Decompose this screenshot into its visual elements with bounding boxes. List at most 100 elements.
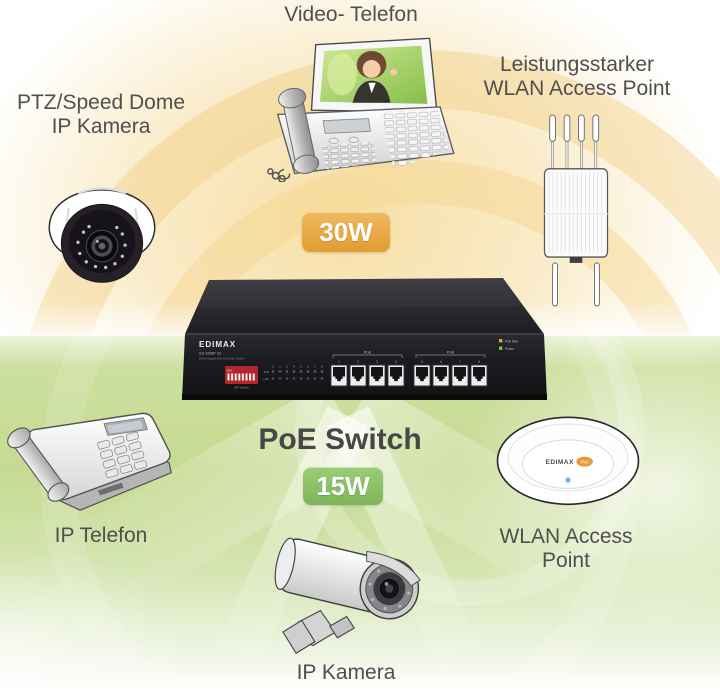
ir-leds bbox=[76, 224, 127, 270]
heading-text: PoE Switch bbox=[258, 423, 422, 456]
phone-handset bbox=[278, 87, 320, 174]
switch-brand: EDIMAX bbox=[199, 340, 236, 349]
label-ip-telefon: IP Telefon bbox=[55, 524, 148, 548]
phone-display bbox=[322, 118, 372, 134]
led-grid-row2 bbox=[271, 377, 324, 380]
svg-text:5: 5 bbox=[300, 365, 302, 369]
background-green bbox=[0, 336, 720, 693]
label-line: PTZ/Speed Dome bbox=[16, 91, 186, 114]
caller-figure bbox=[352, 51, 398, 103]
phone-softkey bbox=[328, 137, 339, 144]
poe-group2-label: PoE bbox=[447, 350, 455, 355]
poe-max-label: PoE Max bbox=[505, 339, 518, 343]
svg-text:2: 2 bbox=[357, 360, 359, 364]
dip-on-label: ON bbox=[227, 369, 232, 373]
svg-text:6: 6 bbox=[307, 365, 309, 369]
svg-text:8: 8 bbox=[321, 365, 323, 369]
ip-phone-illustration bbox=[7, 412, 172, 511]
svg-text:7: 7 bbox=[314, 365, 316, 369]
badge-text: 15W bbox=[316, 470, 370, 501]
label-line: WLAN Access Point bbox=[483, 77, 671, 100]
poe-group1-label: PoE bbox=[364, 350, 372, 355]
video-phone-illustration bbox=[267, 37, 455, 182]
switch-model: GS-1008P V2 bbox=[199, 352, 221, 356]
dome-camera-illustration bbox=[48, 187, 156, 283]
label-line: IP Kamera bbox=[51, 115, 151, 138]
label-line: IP Telefon bbox=[54, 524, 148, 547]
svg-text:7: 7 bbox=[459, 360, 461, 364]
dip-label: DIP Switch bbox=[234, 386, 249, 390]
svg-text:5: 5 bbox=[421, 360, 423, 364]
ceiling-ap-illustration: EDIMAX Pro bbox=[496, 416, 640, 506]
lens-highlight bbox=[95, 239, 99, 243]
label-video-telefon: Video- Telefon bbox=[284, 3, 418, 27]
svg-text:8: 8 bbox=[478, 360, 480, 364]
svg-text:3: 3 bbox=[376, 360, 378, 364]
label-outdoor-ap: Leistungsstarker WLAN Access Point bbox=[484, 53, 671, 101]
label-line: Leistungsstarker bbox=[499, 53, 655, 76]
ap-mount bbox=[569, 257, 583, 263]
lens-glass bbox=[98, 242, 106, 250]
phone-slot bbox=[97, 482, 124, 496]
phone-cord bbox=[267, 168, 291, 182]
lens-glass bbox=[385, 584, 394, 593]
power-led bbox=[499, 346, 503, 350]
svg-text:4: 4 bbox=[293, 365, 295, 369]
sun-shield bbox=[366, 550, 421, 587]
label-ptz-dome: PTZ/Speed Dome IP Kamera bbox=[17, 91, 185, 139]
label-line: Point bbox=[542, 549, 590, 572]
outdoor-ap-illustration bbox=[543, 114, 609, 307]
label-line: Video- Telefon bbox=[284, 3, 418, 26]
ap-status-led bbox=[565, 477, 571, 483]
bottom-antenna bbox=[594, 262, 600, 307]
led-grid-numbers: 1 2 3 4 5 6 7 8 bbox=[272, 365, 323, 369]
bullet-camera-illustration bbox=[274, 537, 421, 655]
poe-switch-device: EDIMAX GS-1008P V2 8-Port Gigabit Ethern… bbox=[182, 278, 547, 400]
svg-text:1: 1 bbox=[272, 365, 274, 369]
switch-model-sub: 8-Port Gigabit Ethernet PoE+ Switch bbox=[199, 357, 245, 361]
port-group-2 bbox=[413, 364, 488, 387]
led-grid-row1 bbox=[271, 370, 324, 373]
phone-key-grid bbox=[381, 109, 449, 170]
switch-base bbox=[182, 394, 547, 400]
camera-body-group bbox=[274, 537, 421, 620]
power-badge-30w: 30W bbox=[302, 212, 390, 252]
bracket-base bbox=[282, 619, 316, 655]
phone-handset bbox=[7, 427, 70, 502]
led-row-label: LNK bbox=[264, 377, 270, 381]
svg-text:6: 6 bbox=[440, 360, 442, 364]
poe-bracket-1 bbox=[332, 354, 403, 358]
svg-text:2: 2 bbox=[279, 365, 281, 369]
bracket-arm bbox=[329, 615, 356, 639]
svg-text:1: 1 bbox=[338, 360, 340, 364]
phone-display bbox=[106, 420, 144, 434]
label-poe-switch: PoE Switch bbox=[258, 423, 421, 457]
label-ip-kamera: IP Kamera bbox=[297, 661, 396, 685]
phone-keypad bbox=[320, 141, 377, 170]
switch-top bbox=[185, 278, 544, 334]
dip-levers bbox=[227, 373, 255, 381]
bottom-antenna bbox=[552, 262, 558, 307]
label-line: IP Kamera bbox=[296, 661, 396, 684]
ap-brand: EDIMAX bbox=[546, 459, 574, 466]
lens-highlight bbox=[384, 582, 389, 586]
ap-brand-badge-text: Pro bbox=[581, 460, 589, 465]
power-badge-15w: 15W bbox=[303, 467, 383, 505]
power-led-label: Power bbox=[505, 347, 515, 351]
port-group-1 bbox=[330, 364, 405, 387]
phone-softkey bbox=[348, 136, 359, 143]
badge-text: 30W bbox=[319, 216, 373, 247]
label-ceiling-ap: WLAN Access Point bbox=[499, 525, 632, 573]
label-line: WLAN Access bbox=[499, 525, 633, 548]
screen-glow bbox=[327, 53, 357, 96]
poe-bracket-2 bbox=[415, 354, 486, 358]
led-row-label: PoE bbox=[264, 370, 269, 374]
camera-tail bbox=[274, 537, 296, 590]
ap-disc-center bbox=[521, 439, 615, 489]
switch-sheen bbox=[197, 278, 524, 308]
svg-text:3: 3 bbox=[286, 365, 288, 369]
svg-text:4: 4 bbox=[395, 360, 397, 364]
phone-keypad bbox=[97, 431, 148, 478]
ap-brand-badge bbox=[576, 456, 593, 467]
